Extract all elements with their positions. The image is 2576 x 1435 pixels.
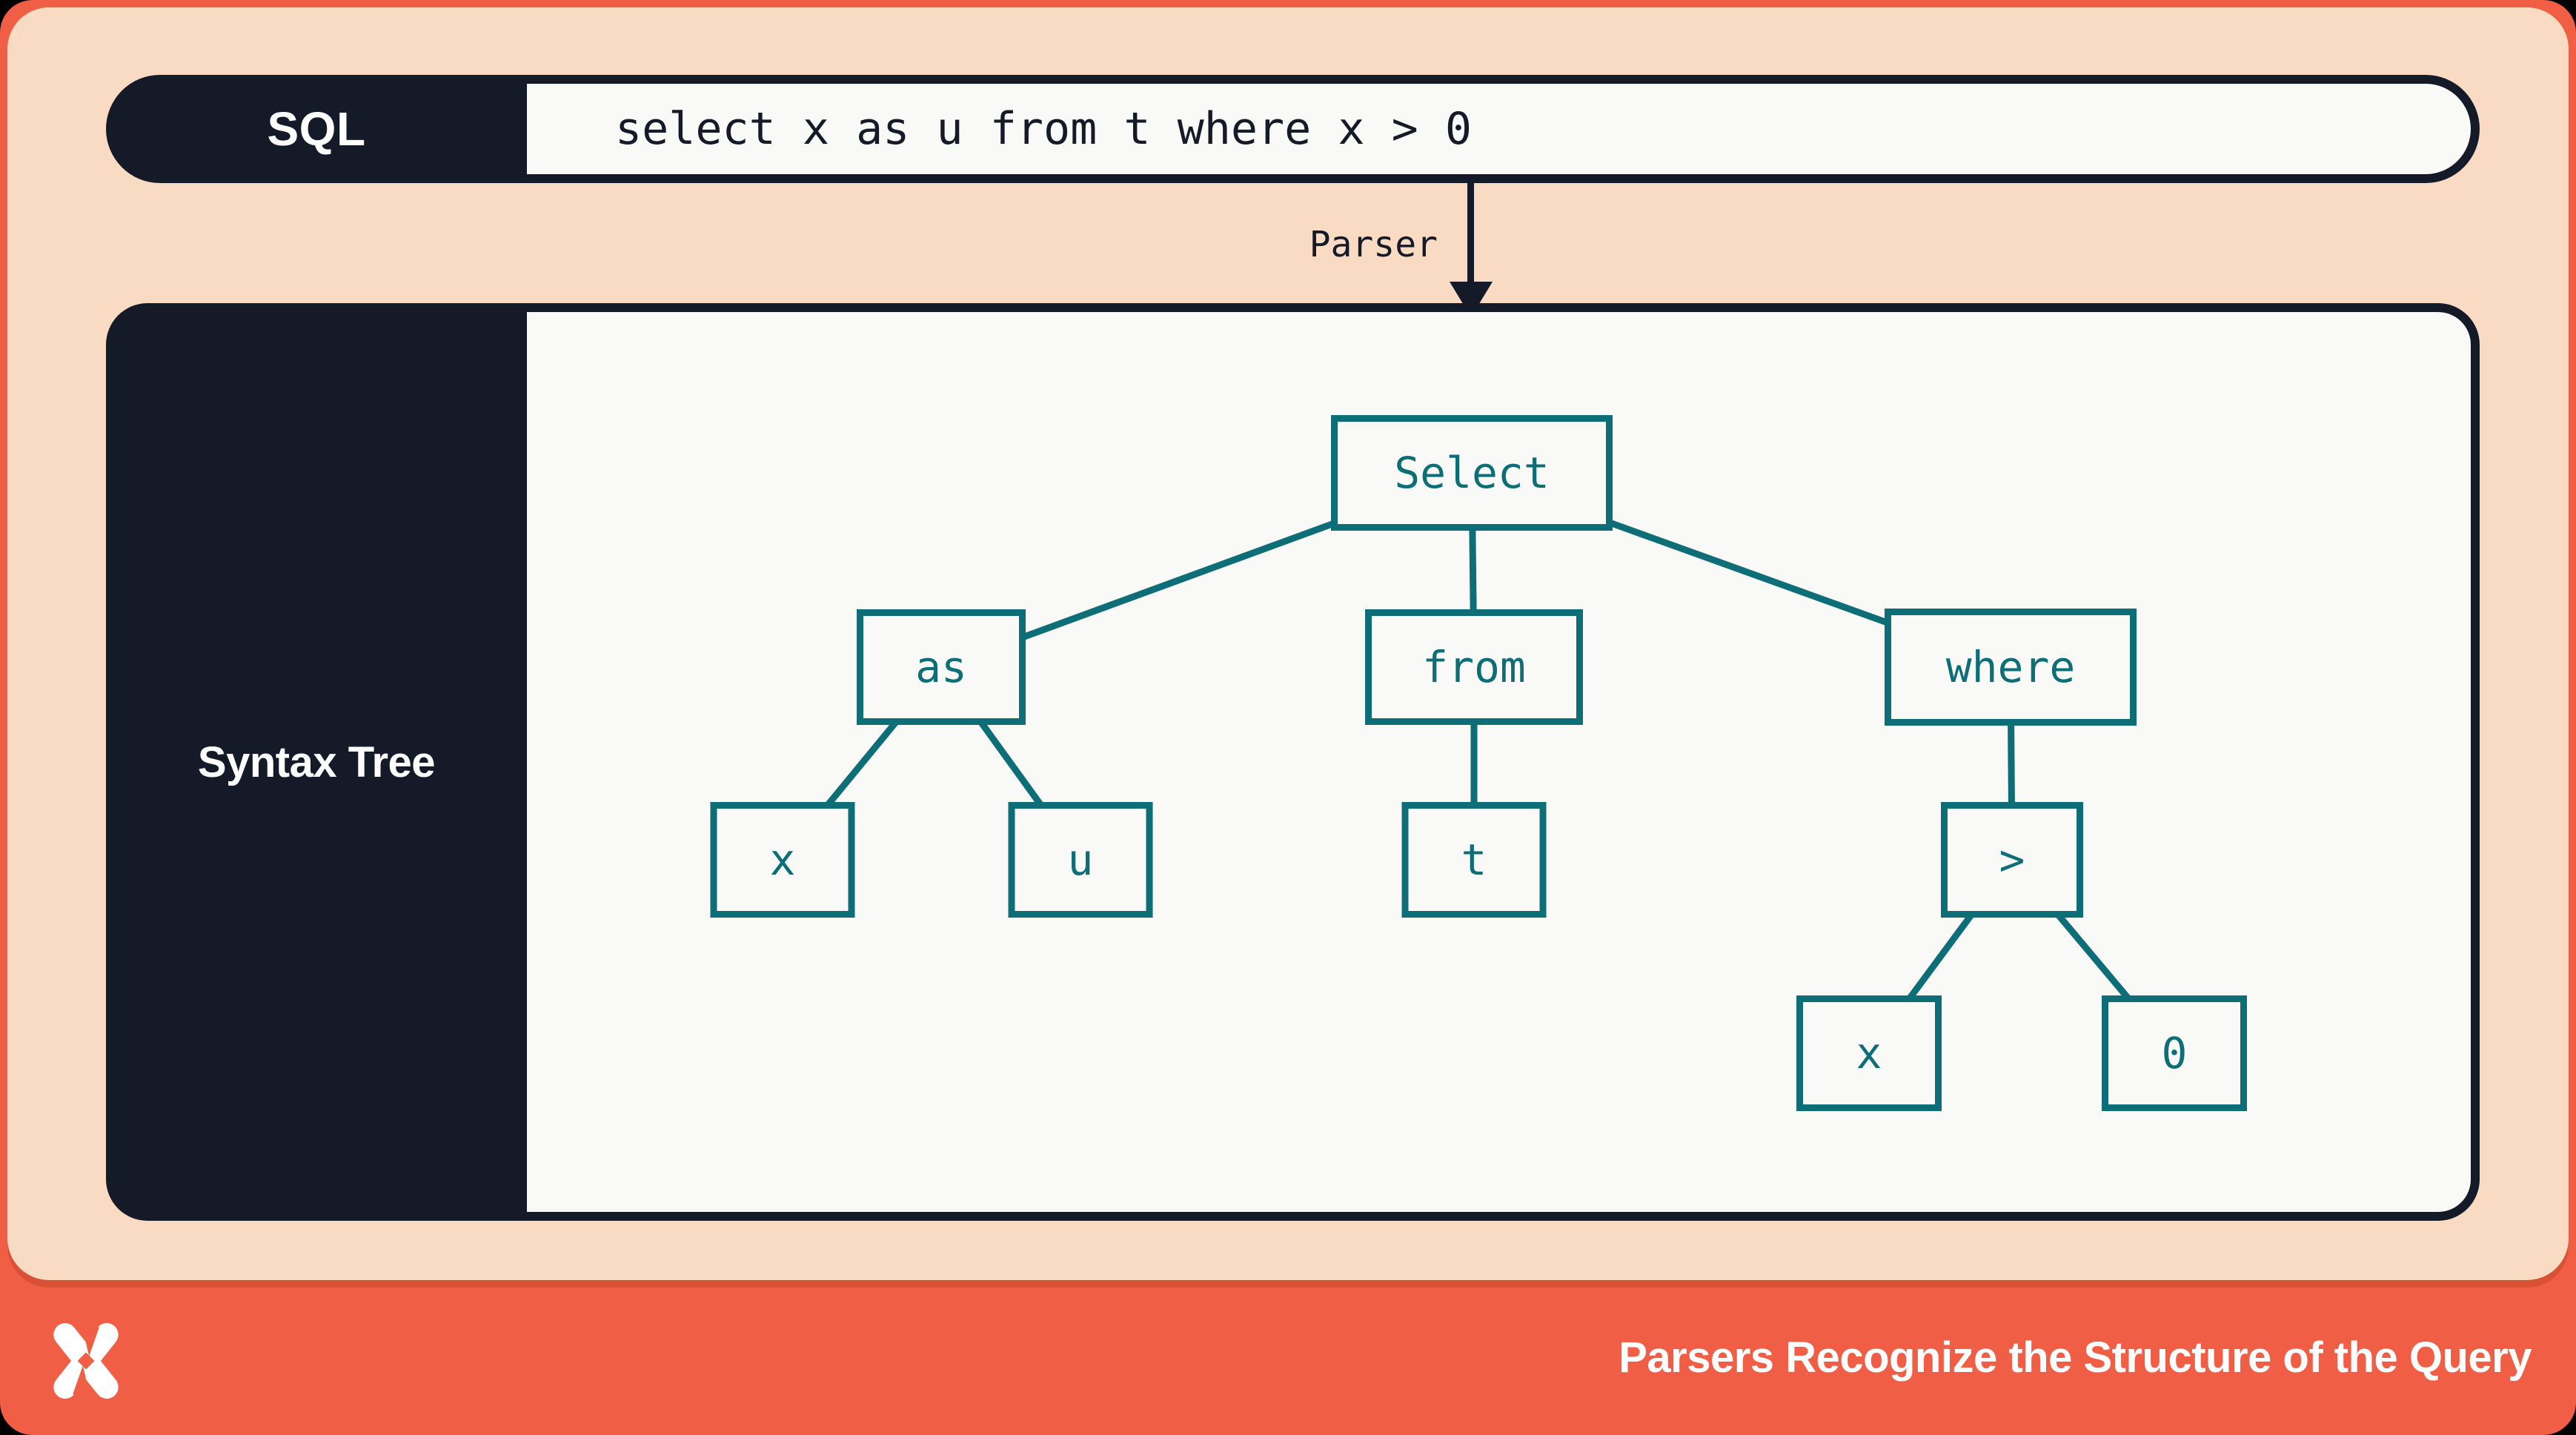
parser-arrow-line [1467, 183, 1474, 285]
sql-pill-content: select x as u from t where x > 0 [527, 84, 2471, 174]
parser-label: Parser [1309, 224, 1438, 265]
syntax-tree-box: Syntax Tree [106, 303, 2480, 1221]
sql-query-text: select x as u from t where x > 0 [615, 103, 1472, 155]
syntax-tree-diagram-area [527, 312, 2471, 1212]
sql-pill: SQL select x as u from t where x > 0 [106, 75, 2480, 183]
footer-title: Parsers Recognize the Structure of the Q… [1619, 1333, 2532, 1382]
syntax-tree-title: Syntax Tree [197, 738, 436, 786]
dolt-logo-icon [53, 1323, 119, 1399]
footer-bar: Parsers Recognize the Structure of the Q… [0, 1280, 2576, 1435]
sql-pill-label: SQL [267, 102, 366, 156]
